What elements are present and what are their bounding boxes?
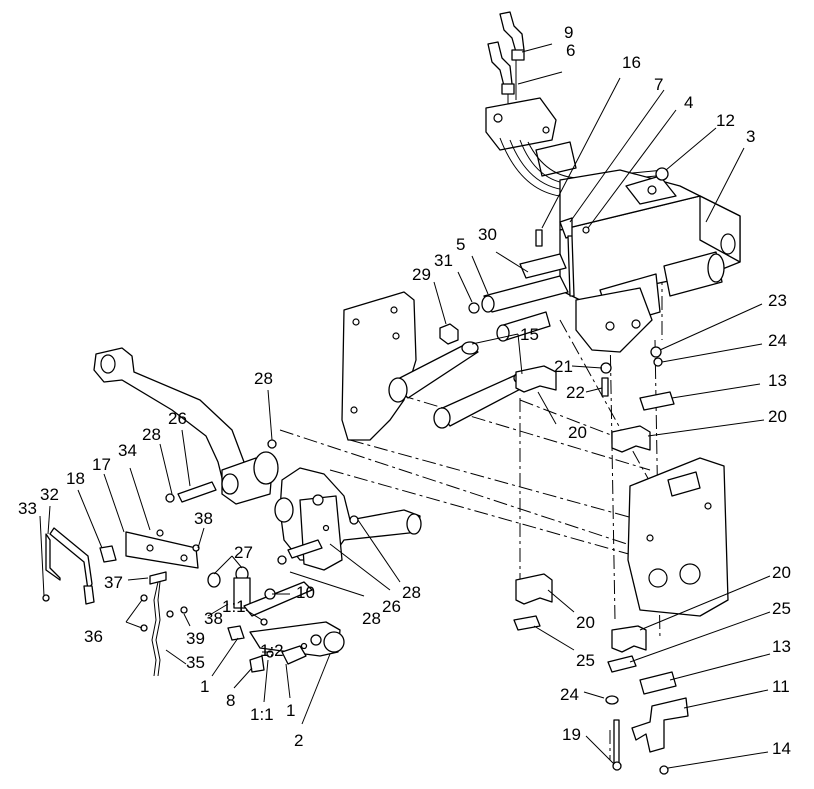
callout-33: 33 [18, 499, 37, 518]
callout-4: 4 [684, 93, 693, 112]
callout-32: 32 [40, 485, 59, 504]
callout-1-left: 1 [200, 677, 209, 696]
callout-19: 19 [562, 725, 581, 744]
callout-38-lower: 38 [204, 609, 223, 628]
callout-1-to-1-upper: 1:1 [222, 597, 246, 616]
callout-20-right-lower: 20 [772, 563, 791, 582]
callout-3: 3 [746, 127, 755, 146]
chain [140, 571, 188, 677]
callout-30: 30 [478, 225, 497, 244]
callout-7: 7 [654, 75, 663, 94]
callout-39: 39 [186, 629, 205, 648]
callout-38-upper: 38 [194, 509, 213, 528]
callout-20-upper-right: 20 [768, 407, 787, 426]
callout-25-mid: 25 [576, 651, 595, 670]
callout-27: 27 [234, 543, 253, 562]
callout-28-left: 28 [142, 425, 161, 444]
callout-10: 10 [296, 583, 315, 602]
shim-plates [513, 391, 689, 753]
left-mount-plate [341, 291, 417, 441]
callout-9: 9 [564, 23, 573, 42]
callout-28-top: 28 [254, 369, 273, 388]
callout-29: 29 [412, 265, 431, 284]
callout-17: 17 [92, 455, 111, 474]
callout-25-right: 25 [772, 599, 791, 618]
callout-5: 5 [456, 235, 465, 254]
main-frame [559, 169, 741, 353]
handle-rod [42, 527, 95, 605]
callout-34: 34 [118, 441, 137, 460]
callout-20-upper-mid: 20 [568, 423, 587, 442]
callout-28-right-lower: 28 [402, 583, 421, 602]
callout-21: 21 [554, 357, 573, 376]
hydraulic-fittings [487, 11, 525, 118]
callout-24-lower: 24 [560, 685, 579, 704]
callout-16: 16 [622, 53, 641, 72]
callout-31: 31 [434, 251, 453, 270]
callout-26-lower: 26 [382, 597, 401, 616]
callout-22: 22 [566, 383, 585, 402]
small-pins [535, 217, 590, 297]
nut-29 [439, 323, 459, 345]
callout-35: 35 [186, 653, 205, 672]
fasteners-right [600, 167, 669, 775]
callout-13-upper: 13 [768, 371, 787, 390]
callout-8: 8 [226, 691, 235, 710]
callout-18: 18 [66, 469, 85, 488]
callout-1-right: 1 [286, 701, 295, 720]
hydraulic-cylinder [227, 581, 345, 673]
link-plate [99, 529, 200, 569]
callout-36: 36 [84, 627, 103, 646]
callout-11: 11 [772, 677, 790, 696]
clamp-blocks [515, 365, 651, 653]
callout-1-to-1-lower: 1:1 [250, 705, 274, 724]
callout-12: 12 [716, 111, 735, 130]
callout-26-upper: 26 [168, 409, 187, 428]
callout-23: 23 [768, 291, 787, 310]
cross-tube-assembly [468, 253, 569, 342]
callout-28-lower: 28 [362, 609, 381, 628]
callout-2: 2 [294, 731, 303, 750]
callout-15: 15 [520, 325, 539, 344]
upper-lift-arm [93, 347, 279, 505]
callout-1-to-2: 1:2 [260, 641, 284, 660]
callout-20-lower-mid: 20 [576, 613, 595, 632]
pivot-pins [165, 481, 323, 565]
callout-labels: 9 6 16 7 4 12 3 30 5 31 29 15 23 24 21 2… [18, 23, 791, 758]
leader-lines [39, 43, 771, 769]
callout-13-lower: 13 [772, 637, 791, 656]
callout-6: 6 [566, 41, 575, 60]
callout-24-upper: 24 [768, 331, 787, 350]
callout-37: 37 [104, 573, 123, 592]
right-mount-plate [627, 457, 729, 617]
callout-14: 14 [772, 739, 791, 758]
pivot-tubes [388, 341, 531, 429]
bushings [207, 566, 251, 609]
